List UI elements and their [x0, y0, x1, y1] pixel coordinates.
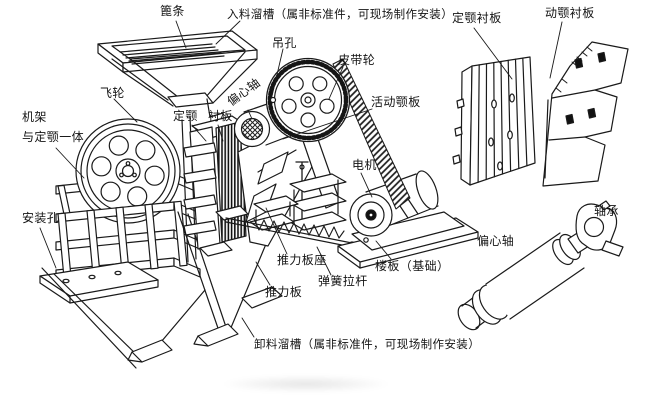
label-frame-line1: 机架 [22, 110, 47, 124]
feed-hopper-drawing [97, 30, 258, 118]
label-grate-bars: 篦条 [160, 4, 185, 18]
label-feed-chute: 入料溜槽（属非标准件，可现场制作安装） [227, 7, 454, 21]
label-motor: 电机 [352, 158, 377, 172]
label-eccentric-shaft-part: 偏心轴 [477, 234, 515, 248]
label-spring-rod: 弹簧拉杆 [318, 274, 368, 288]
flywheel-drawing [75, 118, 181, 224]
faint-watermark [212, 372, 447, 396]
eccentric-shaft-part-drawing [457, 200, 624, 331]
label-belt-pulley: 皮带轮 [338, 53, 376, 67]
label-lifting-hole: 吊孔 [272, 36, 297, 50]
label-liner-plate: 衬板 [208, 109, 233, 123]
label-fixed-jaw-liner: 定颚衬板 [452, 11, 502, 25]
frame-front-drawing [39, 200, 201, 304]
fixed-liner-part-drawing [452, 56, 536, 186]
label-mounting-hole: 安装孔 [22, 211, 60, 225]
label-toggle-plate: 推力板 [265, 285, 303, 299]
left-chute-drawing [41, 267, 206, 369]
label-frame-line2: 与定颚一体 [22, 130, 85, 144]
label-toggle-plate-seat: 推力板座 [277, 253, 327, 267]
leader-lines [39, 20, 563, 338]
label-movable-jaw-liner: 动颚衬板 [545, 6, 595, 20]
belt-pulley-drawing [265, 57, 351, 143]
floor-slab-drawing [337, 211, 479, 269]
movable-liner-part-drawing [542, 41, 629, 187]
label-discharge-chute: 卸料溜槽（属非标准件，可现场制作安装） [254, 337, 481, 351]
label-floor-slab: 楼板（基础） [375, 259, 450, 273]
motor-pulley-drawing [349, 193, 393, 237]
v-belt-drawing [332, 58, 411, 210]
spring-rod-drawing [215, 205, 356, 309]
label-bearing: 轴承 [594, 204, 619, 218]
toggle-seat-drawing [249, 161, 347, 231]
label-fixed-jaw: 定颚 [173, 109, 198, 123]
label-flywheel: 飞轮 [100, 86, 125, 100]
label-movable-jaw-plate: 活动颚板 [371, 95, 421, 109]
